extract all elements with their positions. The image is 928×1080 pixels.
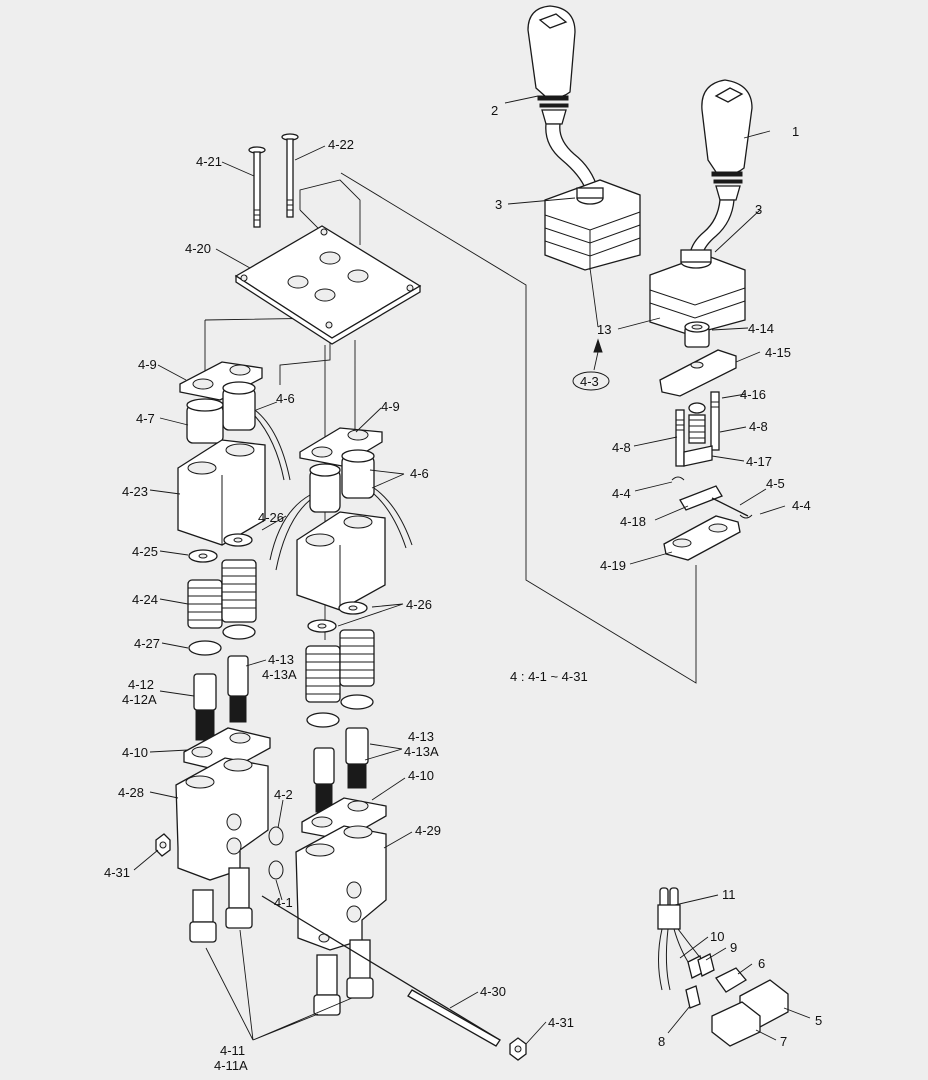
block-4-17: [683, 445, 713, 467]
label-4-9-left: 4-9: [138, 357, 157, 372]
label-4-28: 4-28: [118, 785, 145, 800]
body-4-23: [177, 439, 266, 546]
tie-rod-4-30: [261, 895, 501, 1047]
spring-4-16: [688, 414, 706, 444]
fittings-4-11-right: [313, 939, 374, 1016]
label-4-8-right: 4-8: [749, 419, 768, 434]
label-4-14: 4-14: [748, 321, 775, 336]
housing-4-28: [175, 757, 269, 881]
springs-4-24-right: [305, 629, 375, 728]
plate-4-15: [659, 349, 737, 397]
label-4-26-left: 4-26: [258, 510, 285, 525]
label-4-6-right: 4-6: [410, 466, 429, 481]
label-4-25: 4-25: [132, 544, 159, 559]
nut-4-31-right: [509, 1037, 527, 1061]
springs-4-24-left: [187, 559, 257, 656]
joystick-lever-1: [649, 79, 753, 336]
label-4-31-right: 4-31: [548, 1015, 575, 1030]
label-4-27: 4-27: [134, 636, 161, 651]
label-4-10-right: 4-10: [408, 768, 435, 783]
label-4-1: 4-1: [274, 895, 293, 910]
label-4-15: 4-15: [765, 345, 792, 360]
fittings-4-11-left: [189, 867, 253, 943]
plate-4-20: [234, 225, 422, 345]
label-4-9-right: 4-9: [381, 399, 400, 414]
label-4-23: 4-23: [122, 484, 149, 499]
gasket-4-10-left: [183, 727, 271, 773]
label-4-2: 4-2: [274, 787, 293, 802]
group-note: 4 : 4-1 ~ 4-31: [510, 669, 588, 684]
label-4-4-right: 4-4: [792, 498, 811, 513]
nut-4-14: [684, 321, 710, 348]
nut-4-31-left: [155, 833, 171, 857]
label-4-19: 4-19: [600, 558, 627, 573]
label-13: 13: [597, 322, 612, 337]
washers-left: [188, 533, 253, 563]
label-4-3: 4-3: [580, 374, 599, 389]
label-9: 9: [730, 940, 738, 955]
terminals-9: [687, 953, 715, 979]
label-4-30: 4-30: [480, 984, 507, 999]
label-3-left: 3: [495, 197, 503, 212]
washers-right: [307, 601, 368, 633]
rods-4-8: [675, 391, 720, 467]
label-6: 6: [758, 956, 766, 971]
label-4-4-left: 4-4: [612, 486, 631, 501]
cap-4-7: [186, 398, 224, 444]
label-4-16: 4-16: [740, 387, 767, 402]
gasket-4-9-right: [299, 427, 383, 467]
ref-4-3-circle: [572, 371, 610, 391]
label-4-29: 4-29: [415, 823, 442, 838]
label-1: 1: [792, 124, 800, 139]
label-4-21: 4-21: [196, 154, 223, 169]
label-4-12: 4-12: [128, 677, 155, 692]
arrow-4-3: [593, 338, 603, 353]
bolt-4-21: [248, 146, 266, 228]
label-4-10-left: 4-10: [122, 745, 149, 760]
label-4-13-lower: 4-13: [408, 729, 435, 744]
gasket-4-19: [663, 515, 741, 561]
spool-4-12-left: [193, 655, 249, 741]
label-4-11A: 4-11A: [214, 1058, 248, 1073]
label-4-17: 4-17: [746, 454, 773, 469]
label-4-6-left: 4-6: [276, 391, 295, 406]
solenoids-4-6-right: [269, 449, 413, 571]
label-4-24: 4-24: [132, 592, 159, 607]
group-4-bracket-line: [340, 172, 697, 684]
label-10: 10: [710, 929, 725, 944]
label-4-13-upper: 4-13: [268, 652, 295, 667]
label-4-13A-upper: 4-13A: [262, 667, 297, 682]
gasket-4-10-right: [301, 797, 387, 841]
label-4-11: 4-11: [220, 1043, 246, 1058]
joystick-lever-2: [527, 5, 641, 271]
label-7: 7: [780, 1034, 788, 1049]
label-4-12A: 4-12A: [122, 692, 157, 707]
label-4-26-right: 4-26: [406, 597, 433, 612]
body-4-23-right: [296, 511, 386, 611]
housing-4-29: [295, 825, 387, 951]
bracket-4-18: [671, 476, 753, 519]
label-4-18: 4-18: [620, 514, 647, 529]
label-4-20: 4-20: [185, 241, 212, 256]
solenoid-4-6-left: [222, 381, 291, 481]
label-4-5: 4-5: [766, 476, 785, 491]
label-4-22: 4-22: [328, 137, 355, 152]
leader-lines: [133, 95, 811, 1045]
label-5: 5: [815, 1013, 823, 1028]
gasket-4-9-left: [179, 361, 263, 401]
label-8: 8: [658, 1034, 666, 1049]
label-3-right: 3: [755, 202, 763, 217]
label-4-7: 4-7: [136, 411, 155, 426]
spool-4-13-right: [313, 727, 369, 813]
bolt-4-22: [281, 133, 299, 218]
terminal-8: [685, 985, 701, 1009]
orings-4-1-4-2: [268, 826, 284, 880]
label-4-8-left: 4-8: [612, 440, 631, 455]
label-2: 2: [491, 103, 499, 118]
label-11: 11: [722, 887, 736, 902]
label-4-31-left: 4-31: [104, 865, 131, 880]
label-4-13A-lower: 4-13A: [404, 744, 439, 759]
